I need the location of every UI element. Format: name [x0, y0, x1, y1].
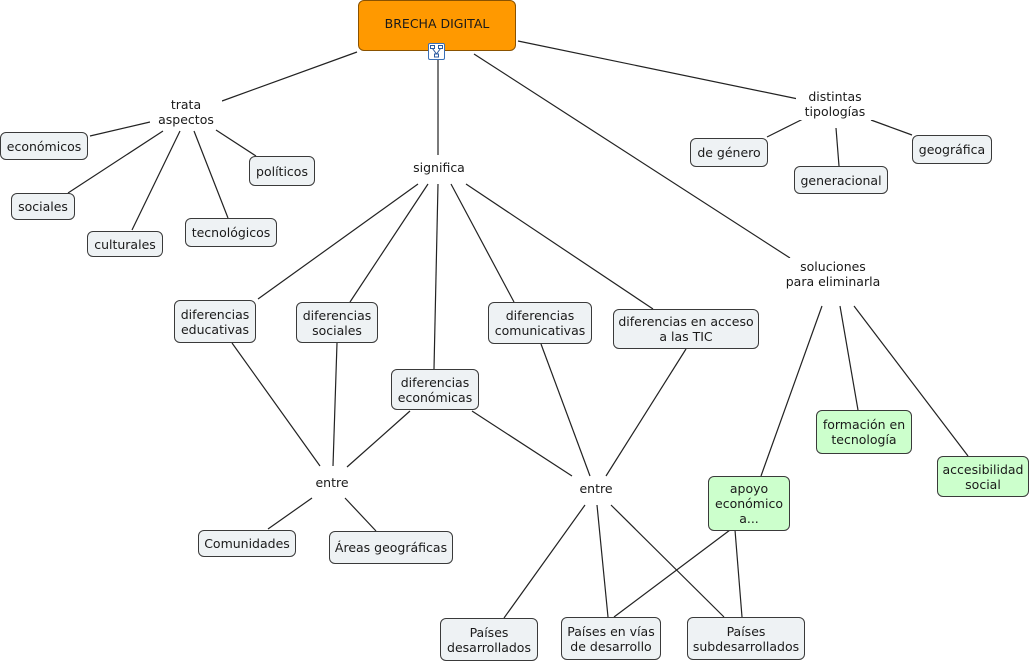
concept-de-genero[interactable]: de género: [690, 138, 768, 167]
link-economicas-entre1: [346, 410, 411, 468]
concept-formacion-en-tecnologia[interactable]: formación en tecnología: [816, 410, 912, 454]
link-trata-economicos: [89, 121, 151, 137]
link-soluciones-accesibilidad: [853, 305, 969, 457]
concept-sociales[interactable]: sociales: [11, 193, 75, 220]
link-comunicativas-entre2: [540, 343, 591, 477]
link-tipologias-generacional: [835, 127, 840, 167]
concept-diferencias-educativas[interactable]: diferencias educativas: [174, 300, 256, 343]
link-significa-economicas: [433, 183, 439, 370]
link-apoyo-subdesarrollados: [734, 529, 743, 618]
link-trata-sociales: [67, 130, 164, 194]
link-economicas-entre2: [471, 410, 573, 477]
concept-diferencias-economicas[interactable]: diferencias económicas: [391, 369, 479, 410]
link-entre2-envias: [596, 504, 609, 618]
concept-paises-subdesarrollados[interactable]: Países subdesarrollados: [687, 617, 805, 660]
link-trata-politicos: [215, 129, 257, 157]
link-educativas-entre1: [231, 342, 321, 467]
concept-politicos[interactable]: políticos: [249, 156, 315, 186]
concept-economicos[interactable]: económicos: [0, 132, 88, 160]
concept-generacional[interactable]: generacional: [794, 166, 888, 194]
concept-map-link-icon[interactable]: [428, 43, 445, 60]
link-root-soluciones: [473, 53, 791, 259]
link-significa-sociales: [349, 183, 429, 303]
link-trata-tecnologicos: [193, 130, 229, 219]
phrase-trata-aspectos[interactable]: trata aspectos: [150, 96, 222, 128]
phrase-soluciones[interactable]: soluciones para eliminarla: [780, 258, 886, 290]
link-sociales-entre1: [332, 342, 338, 467]
link-trata-culturales: [131, 130, 181, 231]
root-concept-brecha-digital[interactable]: BRECHA DIGITAL: [358, 0, 516, 51]
phrase-significa[interactable]: significa: [408, 158, 470, 176]
link-significa-educativas: [257, 183, 419, 300]
phrase-entre-2[interactable]: entre: [574, 479, 618, 497]
concept-comunidades[interactable]: Comunidades: [198, 530, 296, 557]
phrase-entre-1[interactable]: entre: [310, 473, 354, 491]
link-entre2-desarrollados: [503, 504, 586, 619]
link-entre1-areas: [344, 497, 377, 532]
concept-geografica[interactable]: geográfica: [912, 135, 992, 164]
concept-accesibilidad-social[interactable]: accesibilidad social: [937, 456, 1029, 497]
link-root-tipologias: [517, 40, 804, 101]
link-entre1-comunidades: [267, 497, 313, 530]
concept-apoyo-economico[interactable]: apoyo económico a...: [708, 476, 790, 531]
link-soluciones-apoyo: [760, 305, 823, 477]
link-significa-acceso: [465, 183, 654, 310]
concept-culturales[interactable]: culturales: [87, 231, 163, 257]
phrase-distintas-tipologias[interactable]: distintas tipologías: [796, 88, 874, 120]
concept-paises-en-vias-de-desarrollo[interactable]: Países en vías de desarrollo: [561, 617, 661, 660]
concept-diferencias-acceso-tic[interactable]: diferencias en acceso a las TIC: [613, 309, 759, 349]
concept-diferencias-comunicativas[interactable]: diferencias comunicativas: [488, 302, 592, 344]
link-entre2-subdesarrollados: [610, 504, 725, 618]
link-acceso-entre2: [605, 348, 687, 477]
concept-diferencias-sociales[interactable]: diferencias sociales: [296, 302, 378, 343]
link-root-trata: [221, 51, 358, 102]
concept-paises-desarrollados[interactable]: Países desarrollados: [440, 618, 538, 661]
link-significa-comunicativas: [450, 183, 515, 303]
link-soluciones-formacion: [839, 305, 859, 411]
link-tipologias-genero: [766, 118, 804, 138]
concept-areas-geograficas[interactable]: Áreas geográficas: [329, 531, 453, 564]
link-apoyo-envias: [613, 529, 731, 618]
concept-tecnologicos[interactable]: tecnológicos: [185, 218, 277, 247]
link-tipologias-geografica: [870, 119, 913, 136]
